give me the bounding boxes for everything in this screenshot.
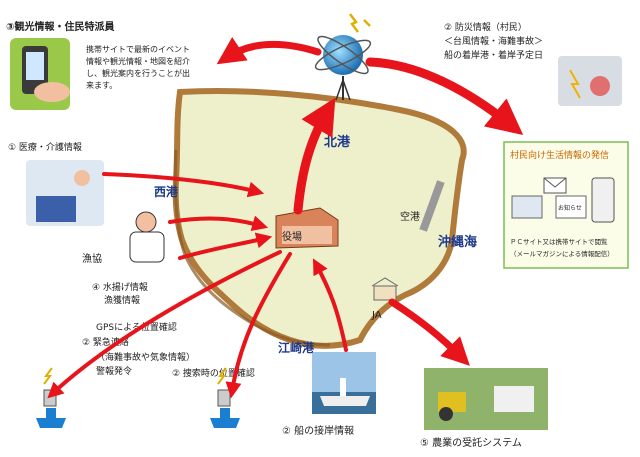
arrow-office-to-satellite <box>293 97 336 215</box>
tourism-desc-1: 携帯サイトで最新のイベント <box>86 44 190 54</box>
catch-info-title: ④ 水揚げ情報 <box>92 281 148 293</box>
connector-arrows <box>47 37 524 399</box>
ja-building-icon <box>371 277 399 301</box>
gps-line-4: 警報発令 <box>96 365 132 377</box>
place-nishiko: 西港 <box>154 184 179 199</box>
life-info-box: 村民向け生活情報の発信 お知らせ ＰＣサイト又は携帯サイトで閲覧 （メールマガジ… <box>503 141 629 269</box>
place-ja: JA <box>371 310 382 321</box>
phone-icon <box>22 46 70 102</box>
tourism-title: ③観光情報・住民特派員 <box>6 20 114 33</box>
ship-icon <box>36 367 66 428</box>
arrow-medical-to-office <box>102 172 265 198</box>
life-note-1: ＰＣサイト又は携帯サイトで閲覧 <box>510 237 608 246</box>
medical-title: ① 医療・介護情報 <box>8 141 82 153</box>
tourism-desc-3: し、観光案内を行うことが出 <box>86 68 190 78</box>
place-okinawa-sea: 沖縄海 <box>438 234 477 250</box>
agri-label: ⑤ 農業の受託システム <box>420 436 522 449</box>
mail-label: お知らせ <box>558 204 582 212</box>
tourism-desc-2: 情報や観光情報・地図を紹介 <box>86 56 190 66</box>
arrow-catch-to-office <box>178 232 273 260</box>
gps-line-1: GPSによる位置確認 <box>96 321 177 333</box>
fishery-section: 漁協 ④ 水揚げ情報 漁獲情報 <box>82 211 165 306</box>
pc-screen <box>511 195 543 219</box>
mobile-phone <box>591 177 615 223</box>
arrow-office-to-ship-mid <box>225 252 292 399</box>
place-kitako: 北港 <box>324 134 351 150</box>
antenna-icon <box>335 76 351 101</box>
building-icon <box>275 207 339 249</box>
arrow-fishery-to-office <box>168 215 269 232</box>
arrow-satellite-to-lifeinfo <box>365 57 524 136</box>
disaster-title: ② 防災情報（村民） <box>444 21 527 33</box>
place-kuko: 空港 <box>400 210 420 223</box>
disaster-line-1: ＜台風情報・海難事故＞ <box>444 35 543 47</box>
tourism-desc-4: 来ます。 <box>86 81 117 90</box>
arrow-berth-to-office <box>312 258 348 352</box>
disaster-line-2: 船の着岸港・着岸予定日 <box>444 49 543 61</box>
life-note-2: （メールマガジンによる情報配信） <box>510 249 614 258</box>
fisherman-illustration <box>129 211 165 263</box>
airport-icon <box>419 180 445 232</box>
gps-line-3: （海難事故や気象情報） <box>96 351 195 363</box>
berthing-label: ② 船の接岸情報 <box>282 424 354 437</box>
search-label: ② 捜索時の位置確認 <box>172 367 255 379</box>
arrow-office-to-ship-left <box>47 250 282 399</box>
fishery-label: 漁協 <box>82 252 102 265</box>
satellite-icon <box>314 13 372 75</box>
mail-icon <box>543 177 567 194</box>
berthing-photo <box>312 352 376 414</box>
catch-info-sub: 漁獲情報 <box>104 294 140 306</box>
life-info-title: 村民向け生活情報の発信 <box>510 149 609 161</box>
place-yakuba: 役場 <box>282 230 302 243</box>
storm-illustration <box>558 56 622 106</box>
tractor-icon <box>424 368 548 430</box>
tourism-section: ③観光情報・住民特派員 携帯サイトで最新のイベント 情報や観光情報・地図を紹介 … <box>6 20 190 110</box>
place-ezakiko: 江崎港 <box>278 340 315 355</box>
arrow-ja-to-agri <box>388 298 470 366</box>
disaster-section: ② 防災情報（村民） ＜台風情報・海難事故＞ 船の着岸港・着岸予定日 <box>444 21 622 106</box>
arrow-satellite-to-tourism <box>216 37 322 65</box>
medical-section: ① 医療・介護情報 <box>8 141 104 226</box>
